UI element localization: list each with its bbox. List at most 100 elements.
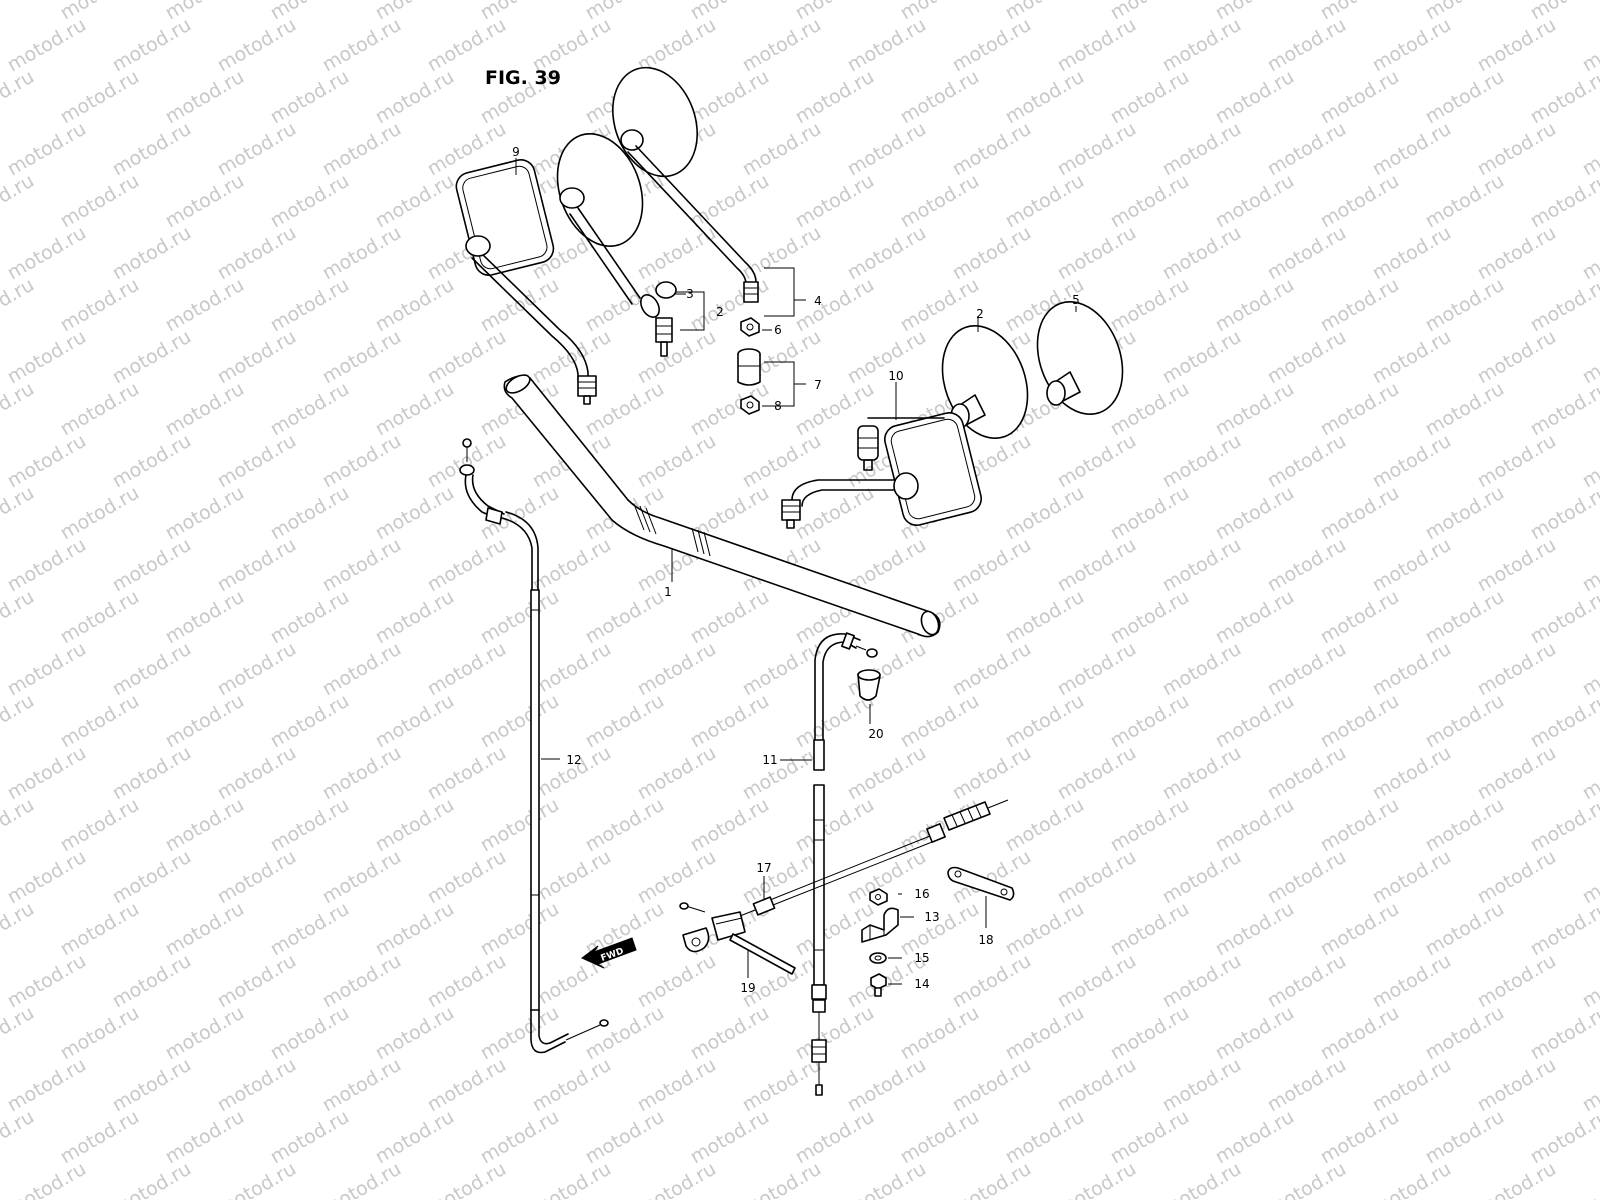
watermark-text: motod.ru bbox=[1317, 690, 1403, 753]
watermark-text: motod.ru bbox=[1579, 534, 1600, 597]
watermark-text: motod.ru bbox=[319, 1054, 405, 1117]
watermark-text: motod.ru bbox=[1317, 170, 1403, 233]
watermark-text: motod.ru bbox=[949, 1054, 1035, 1117]
watermark-text: motod.ru bbox=[424, 534, 510, 597]
watermark-text: motod.ru bbox=[372, 170, 458, 233]
callout-label-13: 13 bbox=[924, 910, 939, 924]
watermark-text: motod.ru bbox=[4, 14, 90, 77]
watermark-text: motod.ru bbox=[792, 170, 878, 233]
watermark-text: motod.ru bbox=[844, 638, 930, 701]
watermark-text: motod.ru bbox=[0, 482, 38, 545]
watermark-text: motod.ru bbox=[1422, 1002, 1508, 1065]
watermark-text: motod.ru bbox=[1159, 638, 1245, 701]
watermark-text: motod.ru bbox=[1002, 66, 1088, 129]
watermark-text: motod.ru bbox=[1264, 742, 1350, 805]
watermark-text: motod.ru bbox=[109, 950, 195, 1013]
watermark-text: motod.ru bbox=[1002, 898, 1088, 961]
watermark-text: motod.ru bbox=[162, 274, 248, 337]
watermark-text: motod.ru bbox=[1054, 950, 1140, 1013]
watermark-text: motod.ru bbox=[477, 794, 563, 857]
watermark-text: motod.ru bbox=[844, 1158, 930, 1200]
watermark-text: motod.ru bbox=[319, 430, 405, 493]
mirror-rectangular-right bbox=[781, 412, 982, 529]
watermark-text: motod.ru bbox=[4, 430, 90, 493]
watermark-text: motod.ru bbox=[949, 14, 1035, 77]
watermark-text: motod.ru bbox=[1107, 1002, 1193, 1065]
watermark-text: motod.ru bbox=[1422, 690, 1508, 753]
watermark-text: motod.ru bbox=[1054, 742, 1140, 805]
watermark-text: motod.ru bbox=[319, 326, 405, 389]
watermark-text: motod.ru bbox=[582, 1002, 668, 1065]
watermark-text: motod.ru bbox=[897, 1106, 983, 1169]
watermark-text: motod.ru bbox=[162, 898, 248, 961]
watermark-text: motod.ru bbox=[319, 950, 405, 1013]
watermark-text: motod.ru bbox=[4, 1054, 90, 1117]
watermark-text: motod.ru bbox=[267, 690, 353, 753]
watermark-text: motod.ru bbox=[634, 326, 720, 389]
watermark-text: motod.ru bbox=[372, 794, 458, 857]
watermark-text: motod.ru bbox=[4, 222, 90, 285]
watermark-text: motod.ru bbox=[267, 482, 353, 545]
watermark-text: motod.ru bbox=[424, 950, 510, 1013]
watermark-text: motod.ru bbox=[687, 170, 773, 233]
watermark-text: motod.ru bbox=[1159, 118, 1245, 181]
watermark-text: motod.ru bbox=[372, 1002, 458, 1065]
watermark-text: motod.ru bbox=[739, 14, 825, 77]
watermark-text: motod.ru bbox=[214, 950, 300, 1013]
watermark-text: motod.ru bbox=[214, 1054, 300, 1117]
callout-label-2: 2 bbox=[716, 305, 724, 319]
watermark-text: motod.ru bbox=[1422, 274, 1508, 337]
watermark-text: motod.ru bbox=[57, 66, 143, 129]
callout-label-15: 15 bbox=[914, 951, 929, 965]
callout-label-9: 9 bbox=[512, 145, 520, 159]
cable-tie-19 bbox=[729, 933, 796, 975]
watermark-text: motod.ru bbox=[1107, 274, 1193, 337]
callout-label-8: 8 bbox=[774, 399, 782, 413]
watermark-text: motod.ru bbox=[214, 534, 300, 597]
watermark-text: motod.ru bbox=[477, 1106, 563, 1169]
watermark-text: motod.ru bbox=[477, 898, 563, 961]
watermark-text: motod.ru bbox=[162, 482, 248, 545]
watermark-text: motod.ru bbox=[4, 638, 90, 701]
watermark-text: motod.ru bbox=[57, 1002, 143, 1065]
watermark-text: motod.ru bbox=[687, 378, 773, 441]
watermark-text: motod.ru bbox=[4, 742, 90, 805]
watermark-text: motod.ru bbox=[1579, 1054, 1600, 1117]
watermark-text: motod.ru bbox=[319, 1158, 405, 1200]
watermark-text: motod.ru bbox=[1474, 950, 1560, 1013]
watermark-text: motod.ru bbox=[162, 170, 248, 233]
callout-label-17: 17 bbox=[756, 861, 771, 875]
watermark-text: motod.ru bbox=[687, 274, 773, 337]
watermark-text: motod.ru bbox=[1159, 1158, 1245, 1200]
watermark-text: motod.ru bbox=[1422, 586, 1508, 649]
watermark-text: motod.ru bbox=[162, 586, 248, 649]
watermark-text: motod.ru bbox=[1264, 326, 1350, 389]
callout-label-4: 4 bbox=[814, 294, 822, 308]
watermark-text: motod.ru bbox=[949, 950, 1035, 1013]
watermark-text: motod.ru bbox=[1002, 690, 1088, 753]
watermark-text: motod.ru bbox=[1054, 1158, 1140, 1200]
watermark-text: motod.ru bbox=[1579, 118, 1600, 181]
watermark-text: motod.ru bbox=[1474, 222, 1560, 285]
watermark-text: motod.ru bbox=[372, 66, 458, 129]
watermark-text: motod.ru bbox=[634, 430, 720, 493]
watermark-text: motod.ru bbox=[162, 794, 248, 857]
watermark-text: motod.ru bbox=[1474, 742, 1560, 805]
watermark-text: motod.ru bbox=[162, 66, 248, 129]
watermark-text: motod.ru bbox=[844, 222, 930, 285]
cable-11 bbox=[811, 632, 878, 1096]
watermark-text: motod.ru bbox=[1474, 846, 1560, 909]
watermark-text: motod.ru bbox=[1264, 846, 1350, 909]
watermark-text: motod.ru bbox=[687, 1002, 773, 1065]
watermark-text: motod.ru bbox=[1159, 14, 1245, 77]
watermark-text: motod.ru bbox=[162, 1002, 248, 1065]
watermark-text: motod.ru bbox=[687, 1106, 773, 1169]
watermark-text: motod.ru bbox=[162, 690, 248, 753]
watermark-text: motod.ru bbox=[1579, 950, 1600, 1013]
watermark-text: motod.ru bbox=[1107, 586, 1193, 649]
watermark-text: motod.ru bbox=[1159, 1054, 1245, 1117]
watermark-text: motod.ru bbox=[1579, 14, 1600, 77]
watermark-text: motod.ru bbox=[214, 638, 300, 701]
watermark-text: motod.ru bbox=[897, 66, 983, 129]
callout-label-7: 7 bbox=[814, 378, 822, 392]
